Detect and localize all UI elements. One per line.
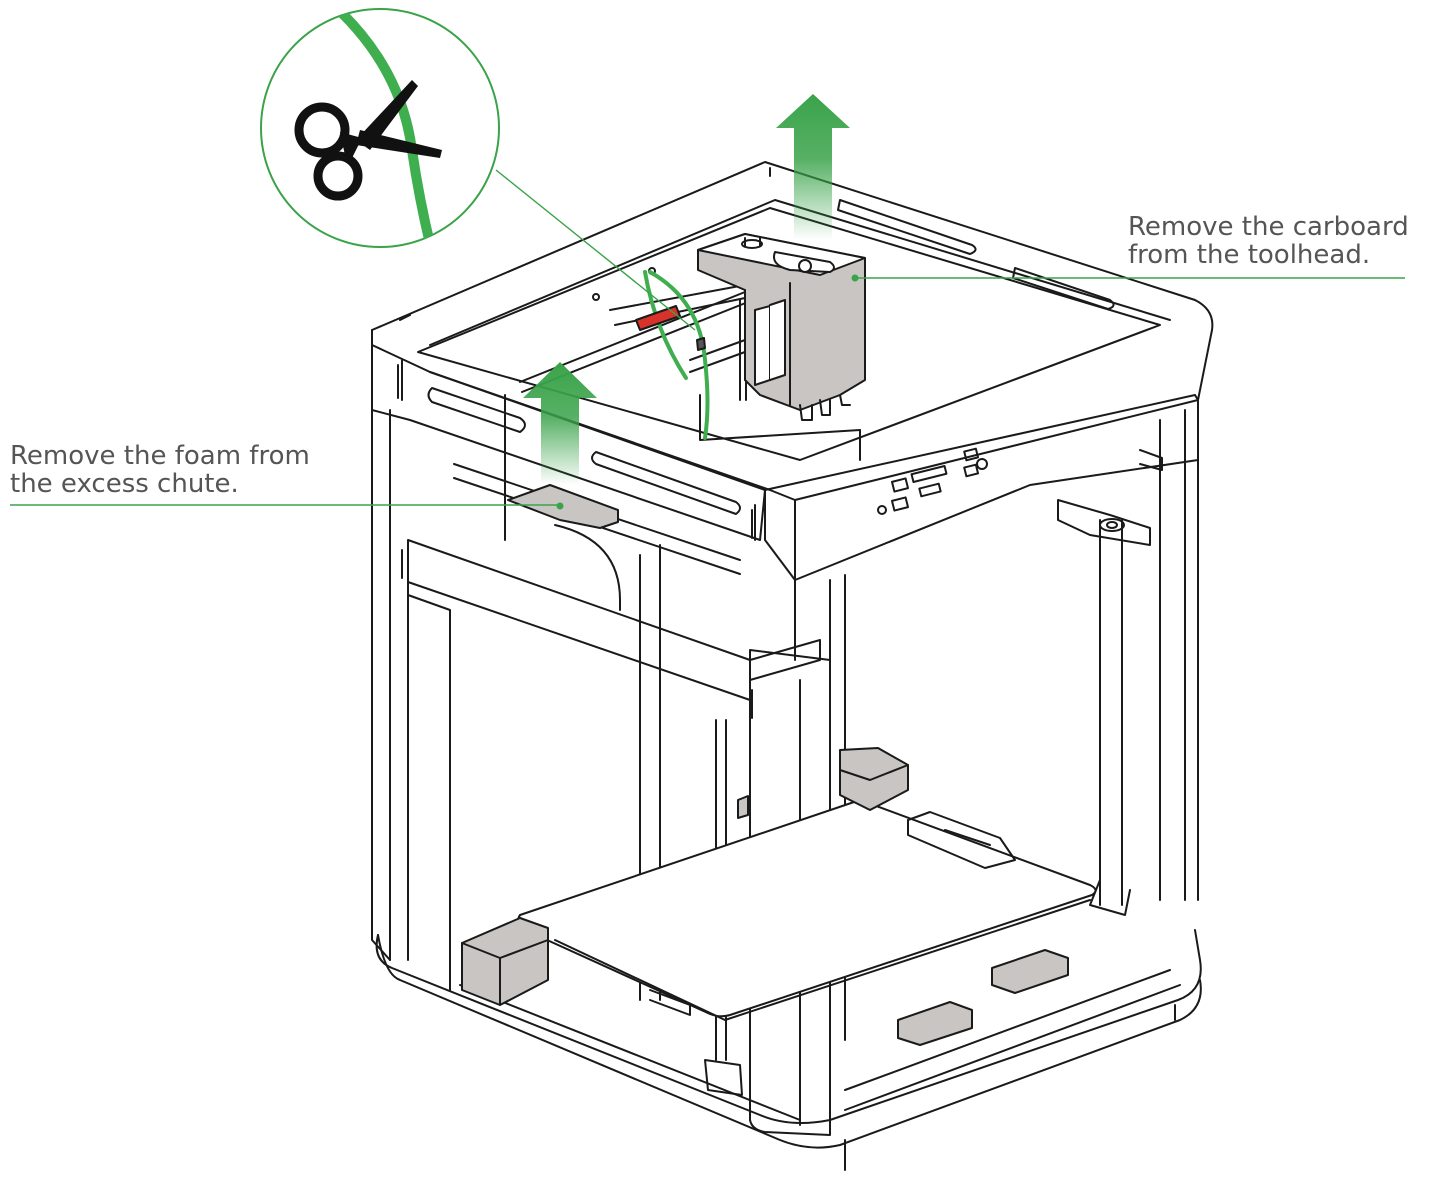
filament-clip — [696, 337, 706, 351]
scissors-icon — [294, 80, 442, 201]
toolhead-marker — [851, 274, 859, 282]
up-arrow-icon — [776, 94, 850, 240]
chute-callout-line1: Remove the foam from — [10, 441, 310, 471]
toolhead — [697, 233, 866, 421]
up-arrow-icon — [523, 362, 597, 485]
red-clip — [635, 305, 681, 331]
toolhead-callout-line1: Remove the carboard — [1128, 212, 1409, 242]
toolhead-callout: Remove the carboard from the toolhead. — [1128, 213, 1409, 269]
chute-callout-line2: the excess chute. — [10, 469, 239, 499]
leader-lines — [10, 169, 1405, 506]
toolhead-callout-line2: from the toolhead. — [1128, 240, 1371, 270]
cut-filament-inset — [260, 8, 500, 248]
foam-blocks — [461, 747, 1069, 1046]
excess-chute-foam — [507, 484, 621, 611]
chute-callout: Remove the foam from the excess chute. — [10, 442, 310, 498]
printer-frame — [371, 161, 1214, 1171]
filament-line — [643, 270, 710, 440]
chute-marker — [556, 502, 564, 510]
